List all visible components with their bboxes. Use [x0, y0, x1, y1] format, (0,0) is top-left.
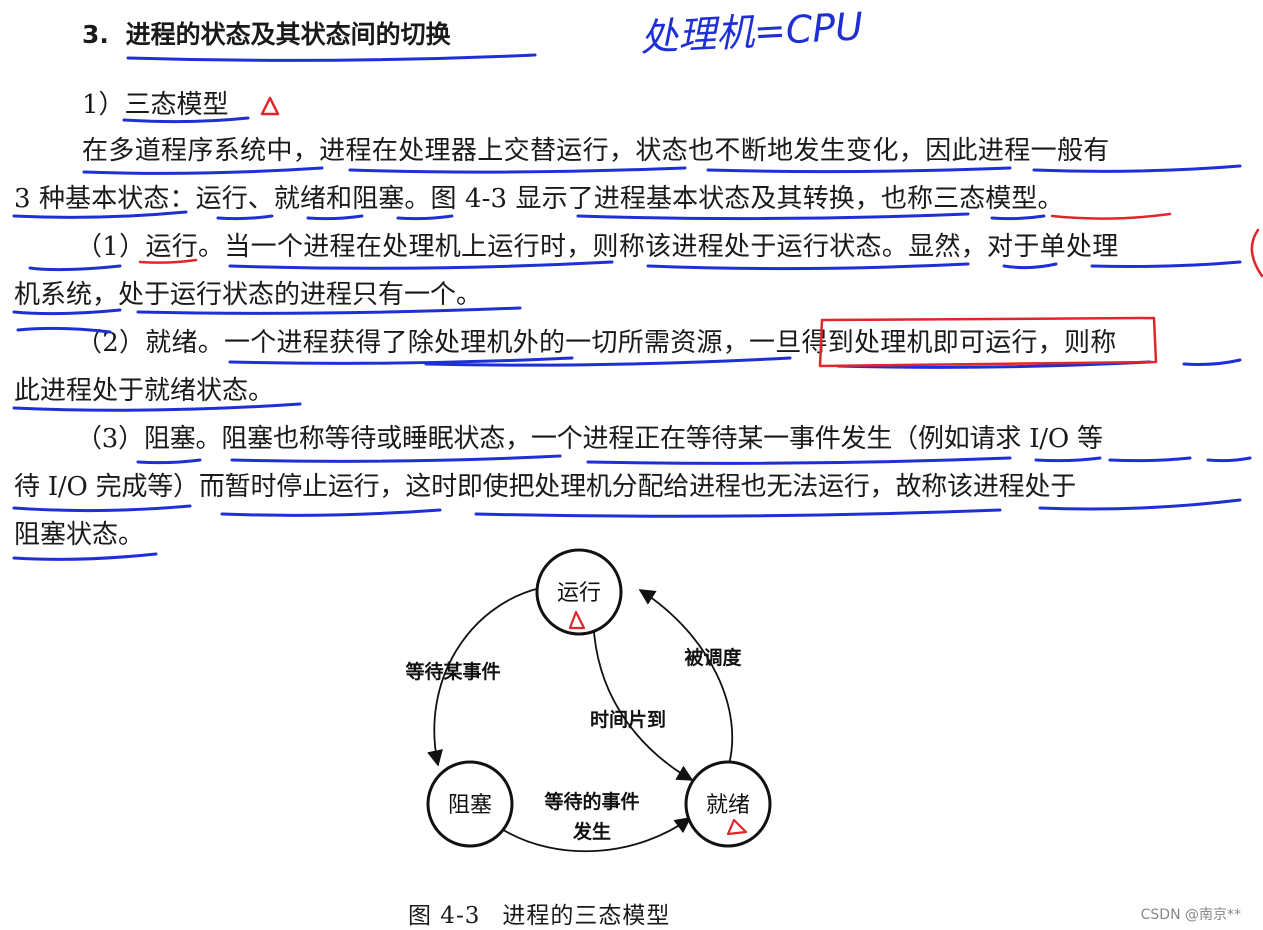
red-triangle-mark — [568, 610, 586, 630]
state-blocked: 阻塞 — [426, 760, 514, 848]
subsection-number: 1） — [82, 90, 125, 120]
text-line-4: 机系统，处于运行状态的进程只有一个。 — [14, 280, 483, 310]
section-number: 3. — [82, 20, 109, 49]
label-ready-to-running: 被调度 — [684, 646, 742, 669]
text-line-1: 在多道程序系统中，进程在处理器上交替运行，状态也不断地发生变化，因此进程一般有 — [82, 136, 1110, 166]
state-blocked-label: 阻塞 — [448, 793, 492, 818]
state-running-label: 运行 — [557, 581, 601, 606]
arrow-blocked-to-ready — [499, 817, 692, 853]
watermark: CSDN @南京** — [1140, 907, 1241, 923]
label-running-to-blocked: 等待某事件 — [404, 660, 500, 683]
section-title: 进程的状态及其状态间的切换 — [125, 20, 451, 49]
figure-title: 进程的三态模型 — [502, 903, 671, 929]
subsection-title: 三态模型 — [124, 90, 229, 120]
text-line-3: （1）运行。当一个进程在处理机上运行时，则称该进程处于运行状态。显然，对于单处理 — [76, 232, 1119, 262]
state-ready-label: 就绪 — [706, 793, 750, 818]
subsection-heading: 1）三态模型 — [82, 88, 229, 122]
text-line-7: （3）阻塞。阻塞也称等待或睡眠状态，一个进程正在等待某一事件发生（例如请求 I/… — [76, 424, 1103, 454]
state-running: 运行 — [535, 548, 623, 636]
text-line-9: 阻塞状态。 — [14, 520, 145, 550]
label-blocked-to-ready-1: 等待的事件 — [543, 790, 639, 813]
red-triangle-mark — [726, 818, 748, 836]
figure-number: 图 4-3 — [408, 903, 481, 929]
arrow-ready-to-running — [638, 589, 734, 769]
text-line-6: 此进程处于就绪状态。 — [14, 376, 275, 406]
text-line-8: 待 I/O 完成等）而暂时停止运行，这时即使把处理机分配给进程也无法运行，故称该… — [14, 472, 1077, 502]
label-blocked-to-ready-2: 发生 — [572, 820, 611, 843]
text-line-2: 3 种基本状态：运行、就绪和阻塞。图 4-3 显示了进程基本状态及其转换，也称三… — [14, 184, 1064, 214]
figure-caption: 图 4-3 进程的三态模型 — [408, 896, 670, 930]
arrow-running-to-blocked — [427, 587, 541, 767]
section-heading: 3. 进程的状态及其状态间的切换 — [82, 18, 451, 52]
state-ready: 就绪 — [684, 760, 772, 848]
arrow-running-to-ready — [593, 631, 694, 781]
label-running-to-ready: 时间片到 — [590, 708, 666, 731]
